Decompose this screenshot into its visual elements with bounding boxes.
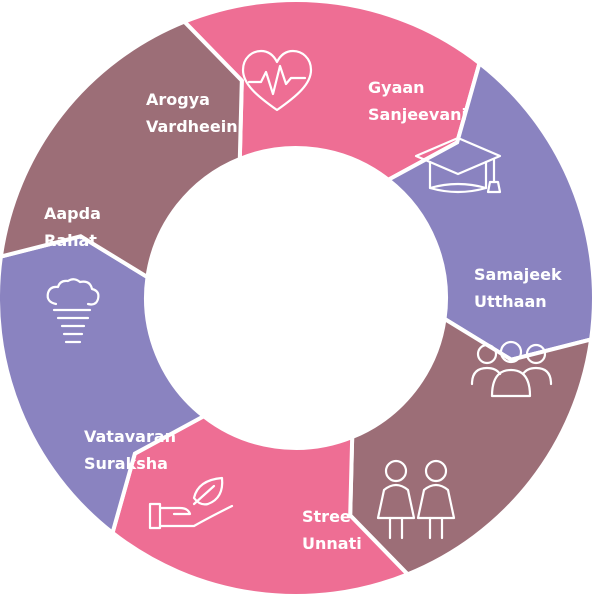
women-icon (376, 459, 456, 540)
segment-label-aapda: Aapda Rahat (44, 204, 106, 250)
segment-label-gyaan: Gyaan Sanjeevani (368, 78, 467, 124)
segment-label-stree: Stree Unnati (302, 507, 362, 553)
segment-label-vatavaran: Vatavaran Suraksha (84, 427, 182, 473)
graduation-cap-icon (414, 136, 502, 194)
segment-label-arogya: Arogya Vardheeini (146, 90, 243, 136)
hand-leaf-icon (148, 476, 234, 530)
people-group-icon (470, 340, 553, 398)
heartbeat-icon (241, 49, 313, 112)
center-hole (146, 148, 446, 448)
tornado-icon (46, 278, 100, 344)
segment-label-samajeek: Samajeek Utthaan (474, 265, 567, 311)
